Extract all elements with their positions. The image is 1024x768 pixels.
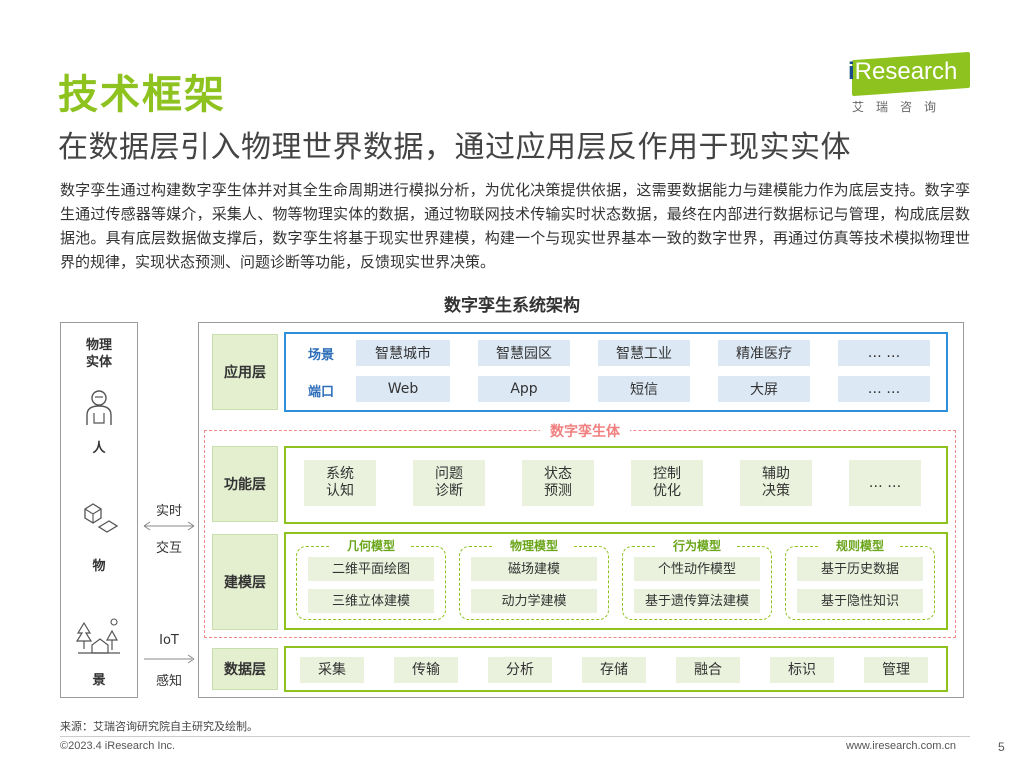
model-group-title: 几何模型 [331,537,411,554]
page-title: 技术框架 [58,72,226,118]
scene-label: 场景 [308,348,335,363]
function-layer-label: 功能层 [212,446,278,522]
iot-label: IoT [159,633,179,648]
logo-wordmark: iResearch [848,58,958,85]
architecture-panel [198,322,964,698]
port-chip: Web [356,376,450,402]
model-group-title: 规则模型 [820,537,900,554]
port-label: 端口 [308,385,335,400]
model-chip: 基于隐性知识 [797,589,923,613]
port-chip: 大屏 [718,376,810,402]
function-chip: 问题诊断 [413,460,485,506]
sensing-label: 感知 [155,674,182,689]
data-chip: 分析 [488,657,552,683]
scene-chip: 智慧城市 [356,340,450,366]
model-group-title: 物理模型 [494,537,574,554]
person-label: 人 [92,441,106,456]
digital-twin-label: 数字孪生体 [540,421,630,441]
port-chip: App [478,376,570,402]
model-chip: 个性动作模型 [634,557,760,581]
data-chip: 融合 [676,657,740,683]
logo-chinese-name: 艾瑞咨询 [852,100,949,114]
scene-chip: … … [838,340,930,366]
modeling-layer-frame [284,532,948,630]
iresearch-logo: iResearch 艾瑞咨询 [844,51,972,116]
object-label: 物 [92,559,106,574]
iot-arrow [144,654,195,664]
source-note: 来源：艾瑞咨询研究院自主研究及绘制。 [60,720,258,733]
model-chip: 二维平面绘图 [308,557,434,581]
page-number: 5 [998,740,1005,754]
model-group-title: 行为模型 [657,537,737,554]
application-layer-label: 应用层 [212,334,278,410]
physical-entities-heading: 物理实体 [85,338,112,370]
website-link[interactable]: www.iresearch.com.cn [846,740,957,752]
model-chip: 动力学建模 [471,589,597,613]
model-chip: 基于遗传算法建模 [634,589,760,613]
function-chip: 状态预测 [522,460,594,506]
footer-divider [60,736,970,737]
intro-paragraph: 数字孪生通过构建数字孪生体并对其全生命周期进行模拟分析，为优化决策提供依据，这需… [60,181,970,271]
copyright: ©2023.4 iResearch Inc. [60,740,176,752]
realtime-label: 实时 [155,504,182,519]
function-chip: … … [849,460,921,506]
data-chip: 管理 [864,657,928,683]
function-layer-frame [284,446,948,524]
application-layer-frame [284,332,948,412]
data-chip: 标识 [770,657,834,683]
scenery-label: 景 [92,673,106,688]
physical-entities-panel: 物理实体 人 物 景 [60,322,138,698]
model-chip: 磁场建模 [471,557,597,581]
data-chip: 存储 [582,657,646,683]
scene-chip: 智慧工业 [598,340,690,366]
data-chip: 采集 [300,657,364,683]
realtime-arrow [143,521,195,531]
port-chip: 短信 [598,376,690,402]
data-chip: 传输 [394,657,458,683]
scenery-icon [61,617,137,661]
diagram-title: 数字孪生系统架构 [444,296,580,316]
scene-chip: 智慧园区 [478,340,570,366]
model-chip: 三维立体建模 [308,589,434,613]
function-chip: 系统认知 [304,460,376,506]
data-layer-label: 数据层 [212,648,278,690]
objects-icon [61,501,137,539]
page-subtitle: 在数据层引入物理世界数据，通过应用层反作用于现实实体 [58,130,851,165]
modeling-layer-label: 建模层 [212,534,278,630]
function-chip: 辅助决策 [740,460,812,506]
scene-chip: 精准医疗 [718,340,810,366]
function-chip: 控制优化 [631,460,703,506]
interaction-label: 交互 [155,541,182,556]
model-chip: 基于历史数据 [797,557,923,581]
port-chip: … … [838,376,930,402]
person-icon [61,389,137,433]
data-layer-frame [284,646,948,692]
